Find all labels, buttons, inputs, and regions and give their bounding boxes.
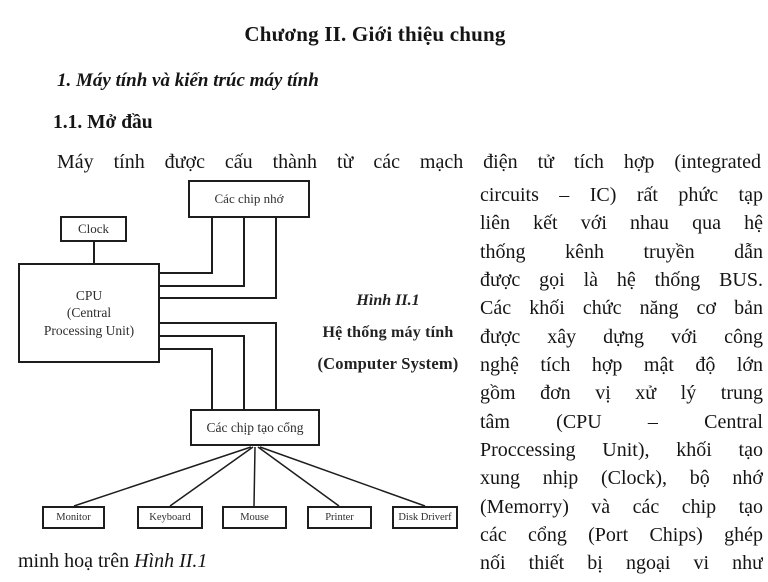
text-line: (Memorry) và các chip tạo <box>480 495 763 518</box>
figure-caption: Hình II.1 Hệ thống máy tính (Computer Sy… <box>310 292 466 374</box>
section-heading: 1. Máy tính và kiến trúc máy tính <box>57 70 319 91</box>
cpu-label-line: Processing Unit) <box>43 322 135 338</box>
diagram-node-mouse: Mouse <box>222 506 287 529</box>
diagram-node-clock: Clock <box>60 216 127 242</box>
diagram-node-printer: Printer <box>307 506 372 529</box>
diagram-node-keyboard: Keyboard <box>137 506 203 529</box>
figure-caption-title: Hệ thống máy tính <box>322 324 454 341</box>
cpu-label-line: CPU <box>75 287 103 303</box>
text-line: Proccessing Unit), khối tạo <box>480 439 763 462</box>
diagram-node-monitor: Monitor <box>42 506 105 529</box>
text-line: Các khối chức năng cơ bản <box>480 297 763 320</box>
text-line: gồm đơn vị xử lý trung <box>480 382 763 405</box>
bottom-line-figure-ref: Hình II.1 <box>134 550 208 572</box>
text-line: được gọi là hệ thống BUS. <box>480 269 763 292</box>
body-text-column: circuits – IC) rất phức tạp liên kết với… <box>480 181 763 578</box>
text-line: liên kết với nhau qua hệ <box>480 212 763 235</box>
figure-reference-line: minh hoạ trên Hình II.1 <box>18 548 207 575</box>
diagram-node-port-chips: Các chịp tạo cổng <box>190 409 320 446</box>
diagram-node-disk-driver: Disk Driverf <box>392 506 458 529</box>
text-line: nghệ tích hợp mật độ lớn <box>480 354 763 377</box>
diagram-node-memory-chips: Các chip nhớ <box>188 180 310 218</box>
figure-caption-subtitle: (Computer System) <box>317 354 459 373</box>
cpu-label-line: (Central <box>66 305 112 321</box>
text-line: nối thiết bị ngoại vi như <box>480 552 763 575</box>
text-line: circuits – IC) rất phức tạp <box>480 184 763 206</box>
text-line: xung nhịp (Clock), bộ nhớ <box>480 467 763 490</box>
chapter-title: Chương II. Giới thiệu chung <box>244 22 506 46</box>
bottom-line-prefix: minh hoạ trên <box>18 550 135 572</box>
figure-caption-label: Hình II.1 <box>356 292 420 309</box>
text-line: tâm (CPU – Central <box>480 410 763 433</box>
paragraph-first-line: Máy tính được cấu thành từ các mạch điện… <box>57 151 761 173</box>
subsection-heading: 1.1. Mở đầu <box>53 112 153 133</box>
text-line: thống kênh truyền dẫn <box>480 240 763 263</box>
text-line: các cổng (Port Chips) ghép <box>480 524 763 547</box>
diagram-node-cpu: CPU (Central Processing Unit) <box>18 263 160 363</box>
text-line: được xây dựng với công <box>480 325 763 348</box>
